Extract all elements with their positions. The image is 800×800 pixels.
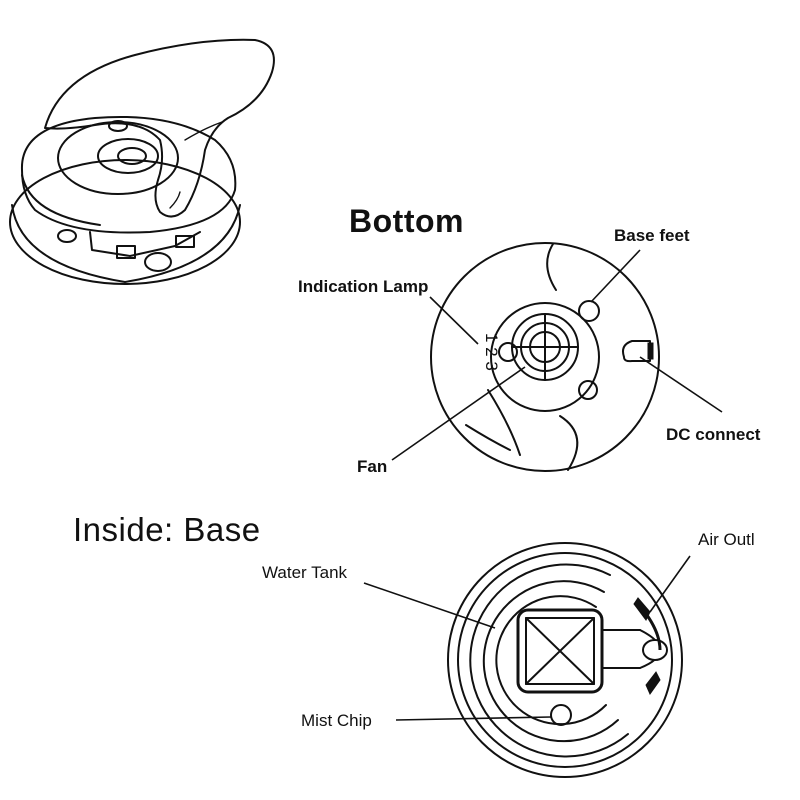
inside-base-diagram (447, 542, 683, 778)
mist-chip-leader (395, 716, 552, 721)
fan-label: Fan (357, 457, 387, 476)
bottom-heading: Bottom (349, 203, 464, 239)
base-foot (498, 342, 518, 362)
base-foot (578, 380, 598, 400)
base-foot (578, 300, 600, 322)
water-tank-label: Water Tank (262, 563, 348, 582)
air-outlet (633, 597, 668, 696)
water-tank-chamber (516, 608, 604, 694)
water-tank-leader (363, 582, 496, 629)
base-feet-leader (590, 249, 641, 303)
dc-connector (622, 340, 651, 363)
indication-lamp-marks: 1 2 3 (482, 333, 501, 371)
air-outlet-label: Air Outl (698, 530, 755, 549)
mist-chip-label: Mist Chip (301, 711, 372, 730)
air-outlet-leader (649, 555, 691, 613)
indication-lamp-leader (429, 296, 479, 345)
dc-connect-label: DC connect (666, 425, 761, 444)
mist-chip (550, 704, 572, 726)
hand-lifting-device-illustration (9, 38, 275, 285)
dc-connect-leader (639, 356, 723, 413)
indication-lamp-label: Indication Lamp (298, 277, 428, 296)
fan-leader (391, 366, 526, 461)
bottom-view-diagram: 1 2 3 (430, 242, 660, 472)
inside-base-heading: Inside: Base (73, 511, 261, 548)
base-feet-label: Base feet (614, 226, 690, 245)
